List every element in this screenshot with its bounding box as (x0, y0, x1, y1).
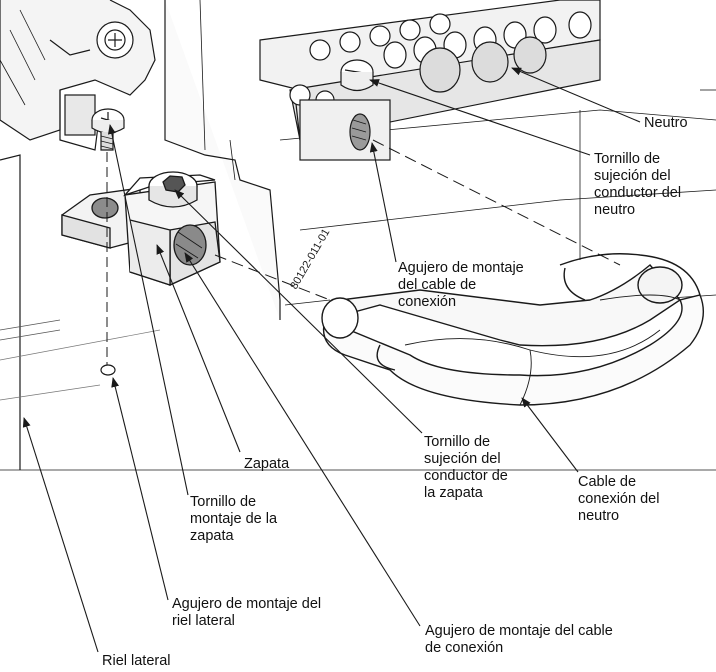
label-neutro: Neutro (644, 115, 688, 131)
side-rail-hole (100, 364, 116, 376)
leader-agujero-cable-top (369, 142, 397, 263)
lug-body (61, 171, 221, 287)
lug-mounting-screw (91, 108, 125, 151)
label-cable-neutro: Cable de conexión del neutro (578, 474, 660, 524)
part-marking: 80122-011-01 (288, 227, 332, 292)
leader-agujero-riel (111, 377, 169, 601)
enclosure-background (0, 0, 716, 471)
neutral-bar (259, 0, 601, 161)
neutral-cable (321, 253, 704, 406)
label-tornillo-montaje-zapata: Tornillo de montaje de la zapata (190, 494, 278, 544)
label-tornillo-neutro: Tornillo de sujeción del conductor del n… (594, 151, 682, 218)
leader-tornillo-neutro (369, 79, 591, 156)
label-zapata: Zapata (244, 456, 290, 472)
label-agujero-riel: Agujero de montaje del riel lateral (172, 596, 322, 629)
leader-tornillo-zapata (174, 189, 423, 434)
label-agujero-cable-bottom: Agujero de montaje del cable de conexión (425, 623, 613, 656)
label-tornillo-zapata: Tornillo de sujeción del conductor de la… (424, 434, 508, 501)
label-agujero-cable-top: Agujero de montaje del cable de conexión (398, 260, 524, 310)
label-riel-lateral: Riel lateral (102, 653, 171, 669)
leader-zapata (156, 244, 241, 453)
leader-lines (22, 67, 641, 653)
leader-riel-lateral (22, 417, 99, 653)
leader-cable-neutro (521, 397, 579, 473)
leader-tornillo-montaje (107, 124, 189, 496)
leader-neutro (511, 67, 641, 123)
leader-agujero-cable-bottom (184, 252, 421, 627)
